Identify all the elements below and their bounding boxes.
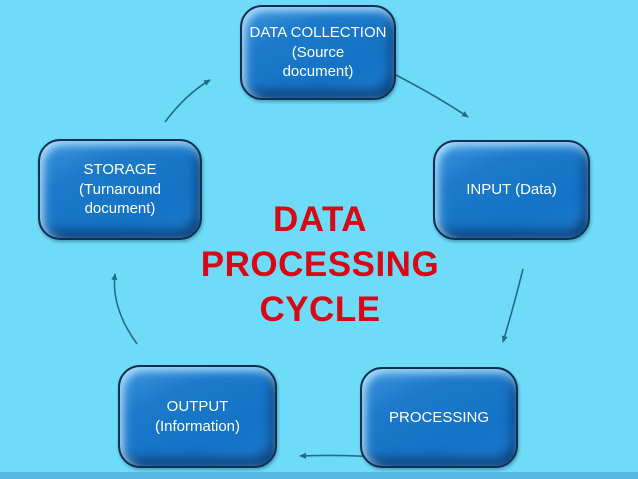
cycle-title-line: DATA <box>272 200 367 239</box>
node-output: OUTPUT (Information) <box>118 365 277 468</box>
node-label: PROCESSING <box>388 408 490 426</box>
node-storage: STORAGE (Turnaround document) <box>38 139 202 240</box>
cycle-title: DATA PROCESSING CYCLE <box>175 197 465 332</box>
node-sublabel: document) <box>282 63 354 81</box>
node-label: OUTPUT <box>166 397 229 415</box>
arrow-collection-to-input <box>391 72 469 118</box>
node-label: INPUT (Data) <box>466 181 557 199</box>
node-label: DATA COLLECTION <box>249 23 387 41</box>
cycle-title-line: CYCLE <box>259 290 381 329</box>
arrow-storage-to-collection <box>164 79 211 123</box>
node-data-collection: DATA COLLECTION (Source document) <box>240 5 396 100</box>
node-sublabel: document) <box>84 200 156 218</box>
node-sublabel: (Turnaround <box>79 180 161 198</box>
node-label: STORAGE <box>83 160 157 178</box>
node-sublabel: (Source <box>291 43 345 61</box>
node-input: INPUT (Data) <box>433 140 590 240</box>
cycle-title-line: PROCESSING <box>200 245 440 284</box>
arrow-output-to-storage <box>111 273 138 345</box>
node-processing: PROCESSING <box>360 367 518 468</box>
node-sublabel: (Information) <box>154 417 241 435</box>
bottom-border-bar <box>0 472 638 479</box>
arrow-input-to-processing <box>501 268 524 343</box>
